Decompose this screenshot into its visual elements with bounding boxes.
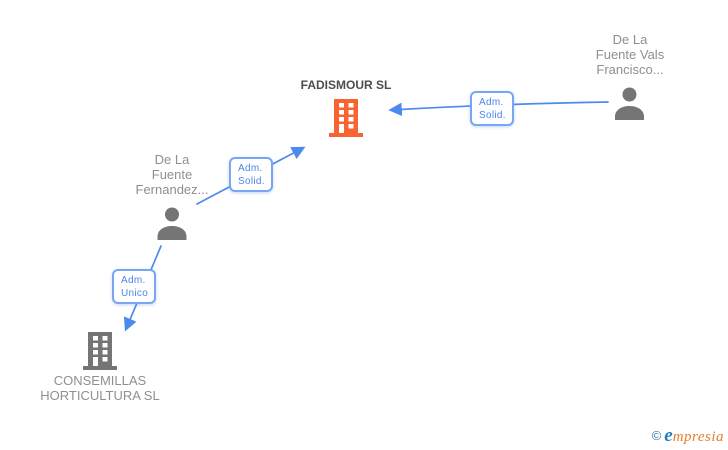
edge-label-adm-solid: Adm. Solid. [229,157,273,192]
node-de-la-fuente-vals-label[interactable]: De La Fuente Vals Francisco... [570,32,690,77]
edge-label-adm-solid: Adm. Solid. [470,91,514,126]
company-building-icon[interactable] [83,332,117,370]
label-line: Fernandez... [135,182,209,197]
label-line: FADISMOUR SL [300,78,392,92]
label-line: CONSEMILLAS [53,373,147,388]
person-icon[interactable] [611,87,648,120]
brand-initial: e [664,425,673,446]
edge-label-adm-unico: Adm. Unico [112,269,157,304]
label-line: De La [154,152,190,167]
brand-text: mpresia [672,429,724,445]
node-fadismour-sl-label[interactable]: FADISMOUR SL [266,78,426,93]
copyright-icon: © [651,428,662,443]
label-line: HORTICULTURA SL [40,388,160,403]
label-line: Fuente [151,167,193,182]
empresia-logo: ©empresia [652,425,724,447]
label-line: De La [612,32,648,47]
label-line: Fuente Vals [595,47,665,62]
label-line: Francisco... [596,62,664,77]
company-building-icon[interactable] [329,99,363,137]
node-de-la-fuente-fernandez-label[interactable]: De La Fuente Fernandez... [112,152,232,197]
person-icon[interactable] [154,207,190,240]
node-consemillas-label[interactable]: CONSEMILLAS HORTICULTURA SL [10,373,190,403]
